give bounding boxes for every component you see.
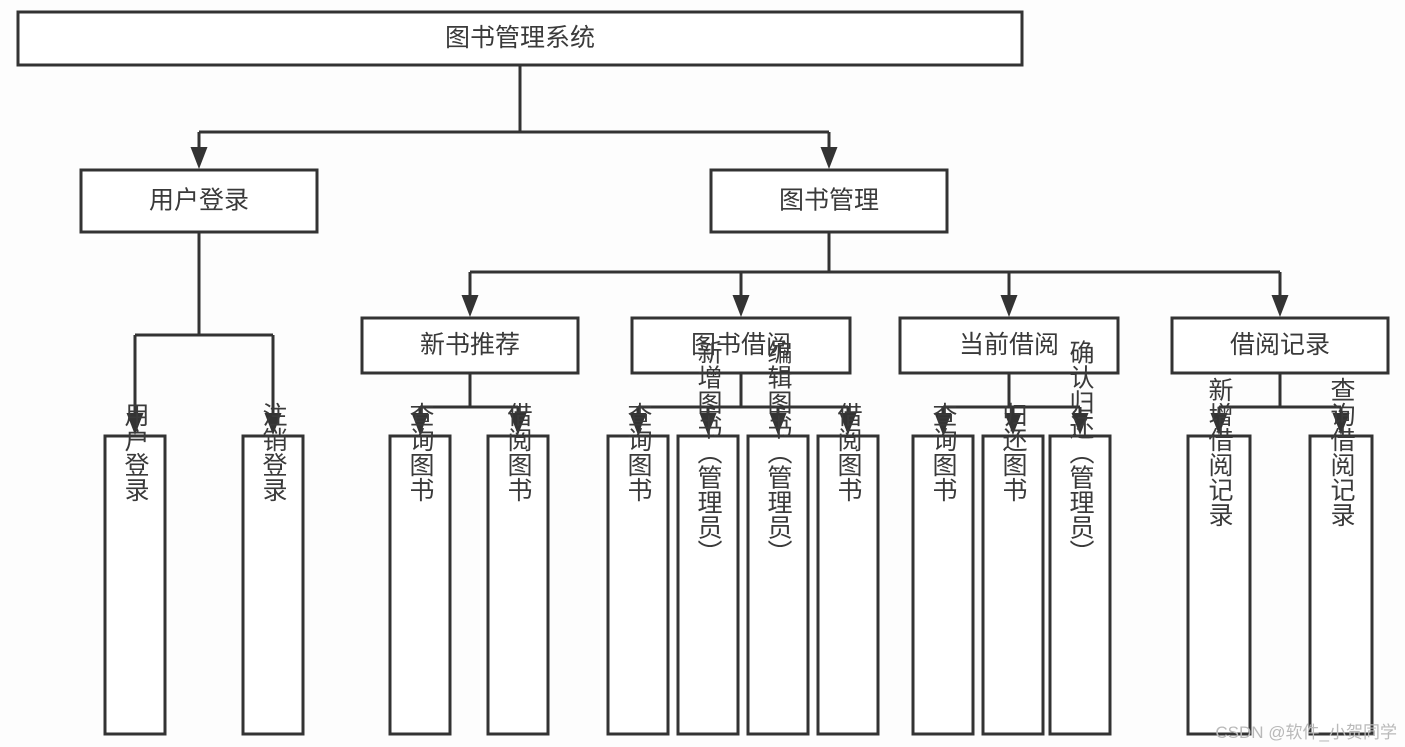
node-label-l_edit: 编辑图书（管理员）	[764, 340, 793, 565]
node-box-l_add	[676, 434, 740, 736]
node-l_edit[interactable]: 编辑图书（管理员）	[746, 340, 810, 736]
node-label-l_q1: 查询图书	[406, 402, 435, 502]
node-box-l_userlogin	[103, 434, 167, 736]
node-l_addrec[interactable]: 新增借阅记录	[1186, 377, 1252, 736]
node-box-l_b2	[816, 434, 880, 736]
watermark-label: CSDN @软件_小贺同学	[1215, 723, 1397, 742]
node-box-bookmgmt	[709, 168, 949, 234]
node-box-l_addrec	[1186, 434, 1252, 736]
nodes-layer: 图书管理系统用户登录图书管理新书推荐图书借阅当前借阅借阅记录用户登录注销登录查询…	[16, 10, 1390, 736]
node-current[interactable]: 当前借阅	[898, 316, 1120, 375]
node-l_qrec[interactable]: 查询借阅记录	[1308, 377, 1374, 736]
node-l_confirm[interactable]: 确认归还（管理员）	[1048, 340, 1112, 736]
node-label-login: 用户登录	[149, 187, 249, 215]
node-root[interactable]: 图书管理系统	[16, 10, 1024, 67]
node-box-l_q2	[606, 434, 670, 736]
node-l_b1[interactable]: 借阅图书	[486, 402, 550, 736]
node-l_logout[interactable]: 注销登录	[241, 402, 305, 736]
node-box-newbook	[360, 316, 580, 375]
node-newbook[interactable]: 新书推荐	[360, 316, 580, 375]
node-box-l_logout	[241, 434, 305, 736]
node-login[interactable]: 用户登录	[79, 168, 319, 234]
node-label-current: 当前借阅	[959, 331, 1059, 359]
node-l_q1[interactable]: 查询图书	[388, 402, 452, 736]
edges-layer	[126, 65, 1350, 435]
node-label-l_addrec: 新增借阅记录	[1205, 377, 1234, 527]
node-label-l_q3: 查询图书	[929, 402, 958, 502]
node-box-l_q1	[388, 434, 452, 736]
node-box-l_confirm	[1048, 434, 1112, 736]
node-label-l_b1: 借阅图书	[504, 402, 533, 502]
node-box-l_return	[981, 434, 1045, 736]
node-label-borrow: 图书借阅	[691, 331, 791, 359]
node-l_return[interactable]: 归还图书	[981, 402, 1045, 736]
node-l_b2[interactable]: 借阅图书	[816, 402, 880, 736]
node-label-l_add: 新增图书（管理员）	[694, 340, 723, 565]
node-label-l_logout: 注销登录	[259, 402, 288, 502]
node-label-root: 图书管理系统	[445, 24, 595, 52]
node-borrow[interactable]: 图书借阅	[630, 316, 852, 375]
node-box-root	[16, 10, 1024, 67]
node-l_q2[interactable]: 查询图书	[606, 402, 670, 736]
node-label-l_q2: 查询图书	[624, 402, 653, 502]
node-bookmgmt[interactable]: 图书管理	[709, 168, 949, 234]
node-box-l_b1	[486, 434, 550, 736]
node-label-l_b2: 借阅图书	[834, 402, 863, 502]
node-l_q3[interactable]: 查询图书	[911, 402, 975, 736]
node-l_add[interactable]: 新增图书（管理员）	[676, 340, 740, 736]
node-label-newbook: 新书推荐	[420, 331, 520, 359]
node-box-l_q3	[911, 434, 975, 736]
node-label-l_qrec: 查询借阅记录	[1327, 377, 1356, 527]
node-records[interactable]: 借阅记录	[1170, 316, 1390, 375]
node-box-login	[79, 168, 319, 234]
node-label-l_confirm: 确认归还（管理员）	[1066, 340, 1095, 565]
node-box-current	[898, 316, 1120, 375]
node-l_userlogin[interactable]: 用户登录	[103, 402, 167, 736]
node-label-bookmgmt: 图书管理	[779, 187, 879, 215]
node-label-l_return: 归还图书	[999, 402, 1028, 502]
node-box-records	[1170, 316, 1390, 375]
node-label-l_userlogin: 用户登录	[121, 402, 150, 502]
node-box-l_qrec	[1308, 434, 1374, 736]
node-label-records: 借阅记录	[1230, 331, 1330, 359]
node-box-borrow	[630, 316, 852, 375]
node-box-l_edit	[746, 434, 810, 736]
